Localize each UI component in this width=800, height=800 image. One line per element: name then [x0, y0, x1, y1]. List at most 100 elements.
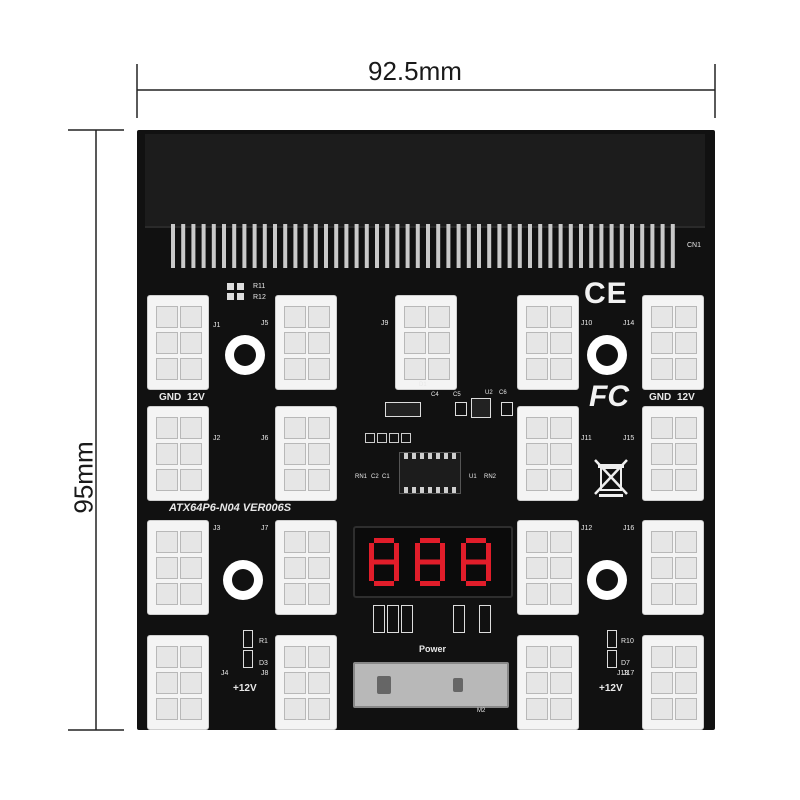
connector-pin [284, 531, 306, 553]
connector-pin [180, 583, 202, 605]
rn1-label: RN1 [355, 474, 368, 480]
connector-pin [526, 557, 548, 579]
power-switch-slider[interactable] [377, 676, 391, 694]
connector-j4 [147, 635, 209, 730]
connector-pin [526, 583, 548, 605]
ic-leg [404, 487, 408, 493]
display-segment [420, 581, 440, 586]
connector-pin [651, 469, 673, 491]
connector-pin [284, 332, 306, 354]
connector-pin [550, 306, 572, 328]
c4-label: C4 [431, 392, 439, 398]
edge-pin [181, 224, 186, 268]
connector-pin [675, 332, 697, 354]
connector-pin [284, 698, 306, 720]
edge-pin [313, 224, 318, 268]
display-segment [461, 562, 466, 581]
connector-pin [651, 672, 673, 694]
power-label: Power [419, 644, 447, 654]
c6-label: C6 [499, 390, 507, 396]
connector-pin [651, 531, 673, 553]
c2-label: C2 [371, 474, 379, 480]
connector-pin [156, 332, 178, 354]
rn2-label: RN2 [484, 474, 497, 480]
connector-pin [180, 332, 202, 354]
smd-group-right [453, 605, 497, 635]
c1-label: C1 [382, 474, 390, 480]
power-switch[interactable] [353, 662, 509, 708]
display-segment [420, 559, 440, 565]
smd-cap-c5 [455, 402, 467, 416]
edge-pin [262, 224, 267, 268]
connector-j8 [275, 635, 337, 730]
edge-pin [273, 224, 277, 268]
connector-pin [308, 531, 330, 553]
connector-pin [526, 698, 548, 720]
connector-pin [651, 646, 673, 668]
connector-pin [180, 358, 202, 380]
mounting-hole-bottom-right [587, 560, 627, 600]
display-segment [369, 543, 374, 562]
connector-pin [308, 332, 330, 354]
j11-label: J11 [581, 435, 592, 442]
j8-label: J8 [261, 670, 269, 677]
connector-pin [675, 306, 697, 328]
display-segment [440, 562, 445, 581]
ic-leg [420, 453, 424, 459]
j13-label: J13 [617, 670, 629, 677]
ic-u1 [399, 452, 461, 494]
connector-pin [284, 672, 306, 694]
ce-mark-icon: CE [584, 277, 628, 310]
c5-label: C5 [453, 392, 461, 398]
connector-pin [404, 306, 426, 328]
connector-pin [156, 672, 178, 694]
j7-label: J7 [261, 525, 269, 532]
connector-pin [404, 358, 426, 380]
edge-pin [466, 224, 471, 268]
mounting-hole-top-left [225, 335, 265, 375]
display-segment [374, 559, 394, 565]
connector-pin [156, 358, 178, 380]
connector-pin [675, 531, 697, 553]
led-group-right [607, 630, 617, 670]
connector-pin [404, 332, 426, 354]
connector-pin [550, 583, 572, 605]
edge-connector [145, 134, 705, 228]
connector-pin [180, 557, 202, 579]
d7-label: D7 [621, 660, 630, 667]
edge-pin [456, 224, 461, 268]
connector-pin [651, 557, 673, 579]
edge-pin [303, 224, 308, 268]
v12-label-right: 12V [677, 392, 695, 403]
edge-pin [252, 224, 257, 268]
connector-pin [651, 698, 673, 720]
edge-pin [477, 224, 481, 268]
edge-pin [354, 224, 359, 268]
edge-pin [211, 224, 216, 268]
ic-leg [452, 453, 456, 459]
display-segment [486, 562, 491, 581]
connector-pin [180, 531, 202, 553]
connector-pin [308, 469, 330, 491]
edge-pin [538, 224, 543, 268]
display-segment [369, 562, 374, 581]
connector-j11 [517, 406, 579, 501]
r11-label: R11 [253, 283, 266, 290]
edge-pin [242, 224, 247, 268]
edge-pin [670, 224, 675, 268]
display-segment [420, 538, 440, 543]
u2-label: U2 [485, 390, 493, 396]
connector-pin [675, 557, 697, 579]
connector-pin [526, 469, 548, 491]
connector-j15 [642, 406, 704, 501]
edge-pin [528, 224, 532, 268]
connector-j10 [517, 295, 579, 390]
display-segment [440, 543, 445, 562]
display-digits [369, 538, 491, 586]
connector-j3 [147, 520, 209, 615]
ic-leg [444, 487, 448, 493]
edge-pin [446, 224, 451, 268]
pcb-board: CN1 R11 R12 J1 J5 J9 J10 J14 J2 J6 J11 J… [137, 130, 715, 730]
edge-pin [201, 224, 206, 268]
ic-leg [428, 487, 432, 493]
